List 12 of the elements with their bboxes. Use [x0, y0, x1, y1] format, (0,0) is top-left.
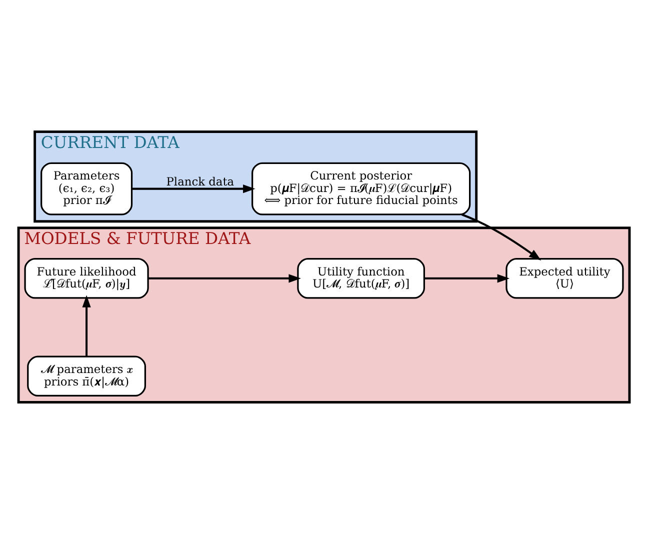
arrow [132, 184, 256, 194]
arrow [82, 295, 91, 356]
node-box: 𝓜 parameters 𝒙 priors π̄(𝒙|𝓜α) [27, 356, 146, 397]
node-box: Parameters (ϵ₁, ϵ₂, ϵ₃) prior π𝓘 [40, 162, 133, 216]
node-box: Future likelihood ℒ̂[𝒟fut(𝝁F, 𝝈)|𝒚] [24, 258, 149, 299]
arrow [424, 274, 510, 283]
arrow [461, 214, 542, 260]
node-box: Current posterior p(𝝁F|𝒟cur) = π𝓘(𝝁F)ℒ(𝒟cur|𝝁F) ⟺ prior for future fiducial points [252, 162, 471, 216]
node-box: Utility function U[𝓜, 𝒟fut(𝝁F, 𝝈)] [297, 258, 425, 299]
arrow [148, 274, 301, 283]
edge-label: Planck data [166, 174, 234, 189]
node-box: Expected utility ⟨U⟩ [506, 258, 624, 299]
